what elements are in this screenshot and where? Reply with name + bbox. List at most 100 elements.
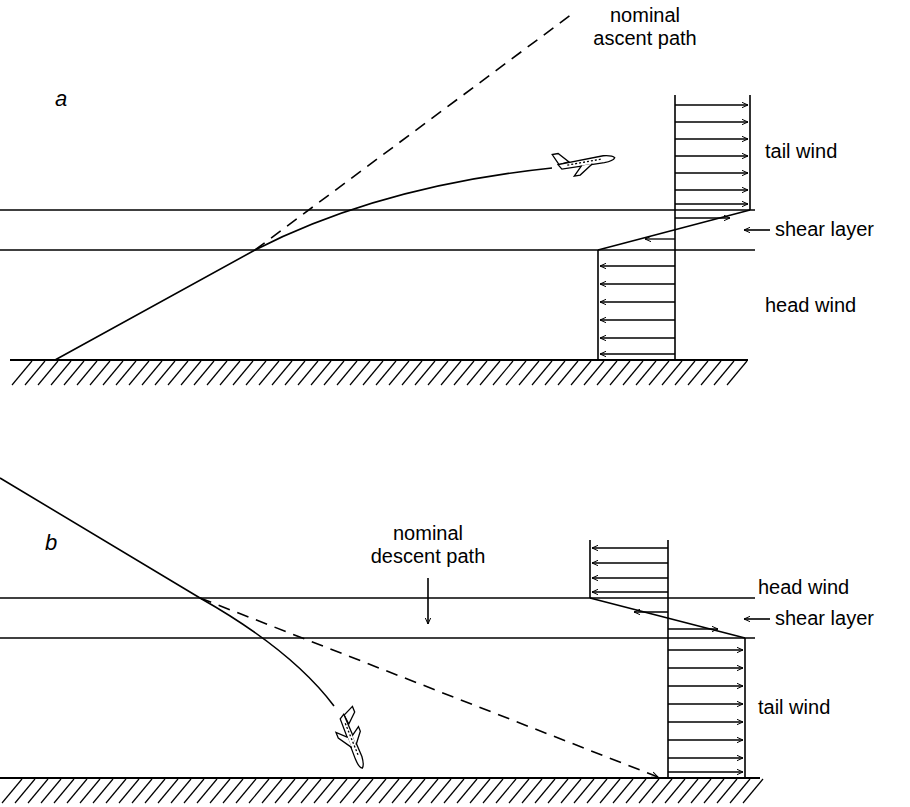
ground-hatching [249,779,269,803]
ground-hatching [665,779,685,803]
panel-letter: b [45,530,57,555]
ground-hatching [246,361,266,385]
ground-hatching [103,361,123,385]
ground-hatching [714,361,734,385]
ground-hatching [415,361,435,385]
ground-hatching [457,779,477,803]
wind-arrow [668,628,718,629]
profile-outline [749,95,751,210]
wind-arrow [675,217,730,218]
ground-hatching [545,361,565,385]
actual-ascent-path [55,168,552,360]
ground-line [10,359,748,361]
ground-hatching [571,361,591,385]
wind-arrow [600,353,675,354]
ground-hatching [392,779,412,803]
ground-hatching [132,779,152,803]
ground-hatching [184,779,204,803]
aircraft [552,144,616,179]
ground-hatching [730,779,750,803]
ground-hatching [639,779,659,803]
ground-hatching [496,779,516,803]
wind-arrow [592,547,668,548]
wind-arrow [600,265,675,266]
nominal-descent-path [200,598,658,777]
ground-hatching [480,361,500,385]
layer-label: shear layer [775,218,874,241]
ground-hatching [197,779,217,803]
wind-arrow [600,337,675,338]
ground-hatching [41,779,61,803]
wind-arrow [592,591,668,592]
wind-arrow [675,189,748,190]
ground-hatching [623,361,643,385]
ground-hatching [610,361,630,385]
ground-hatching [376,361,396,385]
ground-hatching [168,361,188,385]
profile-outline [589,540,591,598]
ground-hatching [233,361,253,385]
ground-hatching [613,779,633,803]
path-label: nominal ascent path [580,4,710,50]
wind-arrow [675,203,748,204]
ground-hatching [2,779,22,803]
shear-profile [598,210,750,250]
ground-hatching [80,779,100,803]
ground-hatching [727,361,747,385]
wind-arrow [592,577,668,578]
ground-hatching [262,779,282,803]
ground-hatching [272,361,292,385]
ground-hatching [353,779,373,803]
ground-hatching [181,361,201,385]
ground-hatching [116,361,136,385]
profile-axis [667,540,669,778]
ground-hatching [704,779,724,803]
ground-hatching [470,779,490,803]
wind-arrow [675,121,748,122]
pointer-arrow [427,578,429,624]
wind-arrow [668,685,743,686]
ground-hatching [220,361,240,385]
wind-arrow [668,771,743,772]
ground-hatching [207,361,227,385]
ground-hatching [363,361,383,385]
actual-descent-path [0,478,334,706]
ground-hatching [324,361,344,385]
ground-hatching [678,779,698,803]
pointer-arrow [744,229,770,231]
ground-hatching [691,779,711,803]
ground-hatching [38,361,58,385]
ground-hatching [454,361,474,385]
ground-hatching [652,779,672,803]
wind-arrow [668,649,743,650]
wind-arrow [668,703,743,704]
ground-hatching [158,779,178,803]
wind-arrow [600,301,675,302]
layer-boundary [0,249,755,251]
aircraft [329,706,375,772]
ground-hatching [688,361,708,385]
ground-hatching [405,779,425,803]
wind-arrow [592,562,668,563]
wind-label: head wind [765,294,856,317]
layer-boundary [0,209,755,211]
ground-hatching [366,779,386,803]
ground-hatching [90,361,110,385]
wind-arrow [675,138,748,139]
ground-hatching [301,779,321,803]
ground-hatching [389,361,409,385]
ground-hatching [171,779,191,803]
ground-hatching [558,361,578,385]
ground-hatching [444,779,464,803]
ground-hatching [12,361,32,385]
ground-hatching [311,361,331,385]
wind-arrow [668,757,743,758]
ground-hatching [519,361,539,385]
ground-hatching [155,361,175,385]
nominal-ascent-path [255,14,572,250]
path-label: nominal descent path [362,522,494,568]
ground-hatching [600,779,620,803]
wind-label: head wind [758,576,849,599]
ground-hatching [431,779,451,803]
